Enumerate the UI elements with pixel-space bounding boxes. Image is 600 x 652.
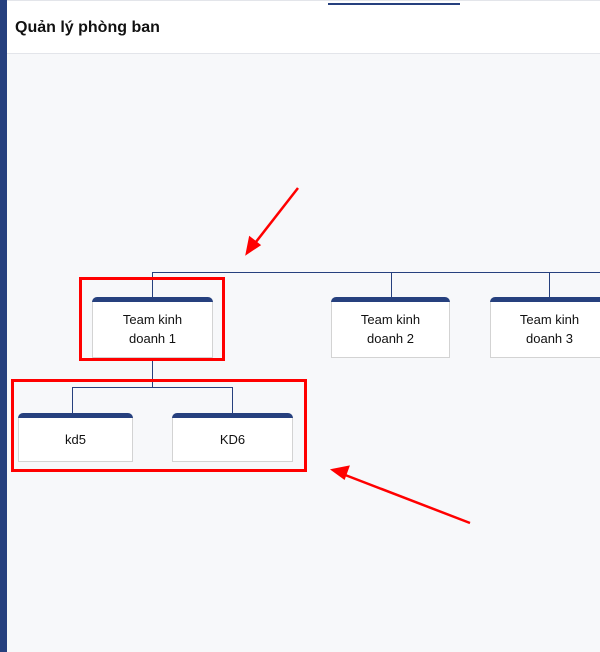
connector [391, 272, 392, 297]
connector [549, 272, 550, 297]
page-title: Quản lý phòng ban [15, 19, 160, 36]
connector [152, 272, 600, 273]
active-tab-indicator [328, 3, 460, 5]
connector [232, 387, 233, 413]
connector [152, 272, 153, 297]
connector [72, 387, 73, 413]
highlight-box-children [11, 379, 307, 472]
org-node-team-3[interactable]: Team kinh doanh 3 [490, 297, 600, 358]
org-node-team-1[interactable]: Team kinh doanh 1 [92, 297, 213, 358]
connector [152, 357, 153, 387]
arrow-head [245, 235, 262, 256]
arrow-head [329, 465, 350, 480]
connector [72, 387, 233, 388]
org-node-kd6[interactable]: KD6 [172, 413, 293, 462]
org-node-team-2[interactable]: Team kinh doanh 2 [331, 297, 450, 358]
arrow-icon [339, 471, 471, 525]
arrow-icon [251, 187, 299, 248]
org-node-kd5[interactable]: kd5 [18, 413, 133, 462]
highlight-box-parent [79, 277, 225, 361]
header-bar [7, 0, 600, 54]
sidebar [0, 0, 7, 652]
